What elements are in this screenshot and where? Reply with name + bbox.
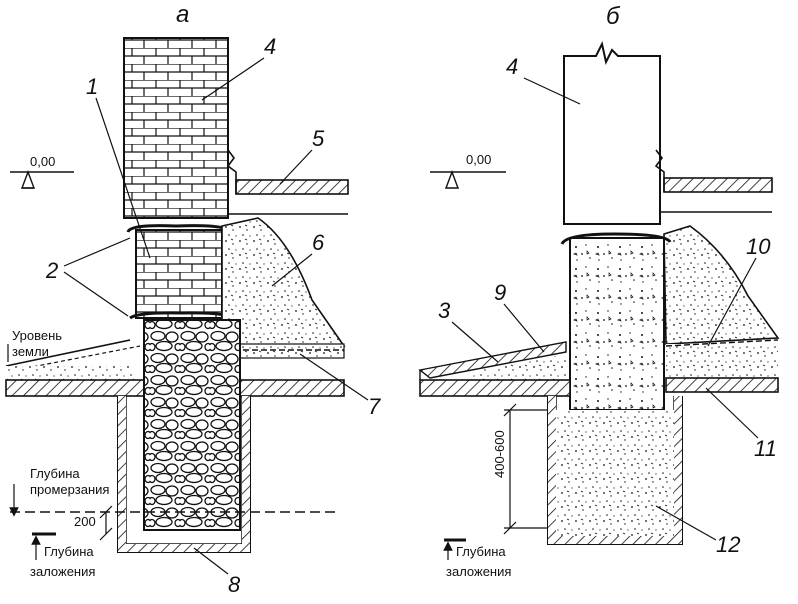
title-a: а xyxy=(176,1,189,28)
dim-range: 400-600 xyxy=(492,430,507,478)
title-b: б xyxy=(606,3,621,30)
depth-label-left-1: Глубина xyxy=(44,544,94,559)
ground-label-2: земли xyxy=(12,344,49,359)
depth-label-left-2: заложения xyxy=(30,564,95,579)
inner-backfill-b xyxy=(663,225,780,345)
callout-1: 1 xyxy=(86,74,98,99)
wall-b xyxy=(563,41,661,225)
callout-8: 8 xyxy=(228,572,241,597)
diagram-a: а 0,00 xyxy=(5,1,381,597)
depth-label-right-1: Глубина xyxy=(456,544,506,559)
level-mark-right: 0,00 xyxy=(430,152,506,189)
callout-11: 11 xyxy=(754,436,777,461)
callout-3: 3 xyxy=(438,298,451,323)
callout-7: 7 xyxy=(368,394,381,419)
callout-5: 5 xyxy=(312,126,325,151)
waterproofing-b xyxy=(560,232,672,245)
depth-label-right-2: заложения xyxy=(446,564,511,579)
frost-label-1: Глубина xyxy=(30,466,80,481)
base-layer-left-b xyxy=(419,379,571,397)
sand-cushion xyxy=(556,410,674,536)
rubble-foundation xyxy=(143,319,241,531)
diagram-b: б 0,00 xyxy=(418,3,780,579)
blind-area xyxy=(418,341,567,379)
svg-text:0,00: 0,00 xyxy=(30,154,55,169)
floor-slab-b xyxy=(663,177,773,193)
floor-slab xyxy=(235,179,349,195)
ground-label-1: Уровень xyxy=(12,328,62,343)
callout-4-left: 4 xyxy=(264,34,276,59)
brick-wall xyxy=(123,37,229,219)
callout-12: 12 xyxy=(716,532,740,557)
concrete-plinth xyxy=(569,237,665,411)
svg-text:0,00: 0,00 xyxy=(466,152,491,167)
callout-2: 2 xyxy=(45,258,58,283)
ground-surface-left xyxy=(5,339,131,367)
callout-9: 9 xyxy=(494,280,506,305)
callout-10: 10 xyxy=(746,234,771,259)
brick-plinth xyxy=(135,229,223,319)
callout-6: 6 xyxy=(312,230,325,255)
hatched-layer-right-b xyxy=(665,377,779,393)
callout-4-right: 4 xyxy=(506,54,518,79)
level-mark-left: 0,00 xyxy=(10,154,74,189)
dim-200: 200 xyxy=(74,514,96,529)
frost-label-2: промерзания xyxy=(30,482,109,497)
